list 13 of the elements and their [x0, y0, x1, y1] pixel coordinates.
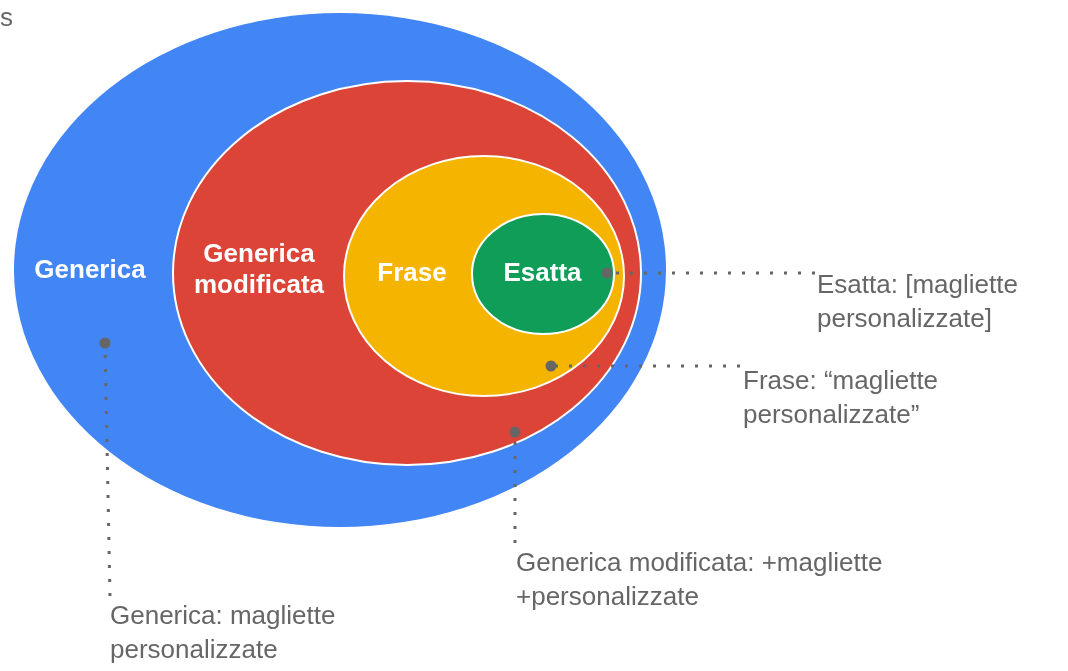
leader-line — [545, 360, 740, 372]
callout-text: Esatta: [magliette personalizzate] — [817, 268, 1065, 336]
set-label: Esatta — [502, 257, 583, 289]
leader-line — [99, 337, 112, 597]
set-label: Generica modificata — [193, 238, 325, 301]
leader-line — [601, 267, 815, 279]
set-label: Frase — [376, 257, 448, 289]
callout-text: Generica: magliette personalizzate — [110, 599, 410, 667]
set-label: Generica — [33, 254, 147, 286]
partial-text: s — [0, 2, 13, 33]
callout-text: Frase: “magliette personalizzate” — [743, 364, 1023, 432]
callout-text: Generica modificata: +magliette +personalizzate — [516, 546, 986, 614]
leader-line — [509, 426, 521, 543]
